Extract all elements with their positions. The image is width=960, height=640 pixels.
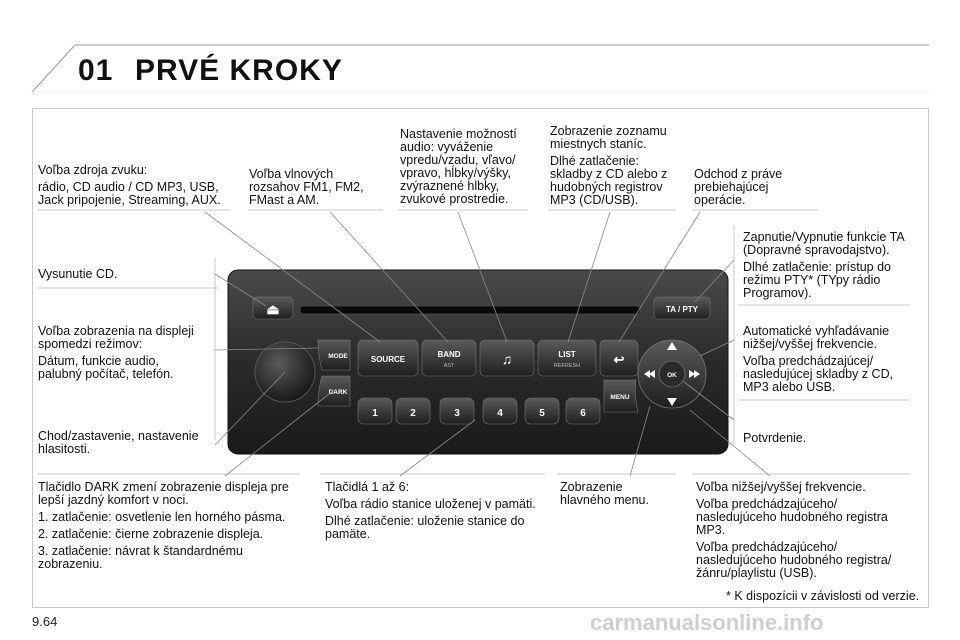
label-presets-title: Tlačidlá 1 až 6: xyxy=(325,480,410,494)
label-presets-desc: Voľba rádio stanice uloženej v pamäti. xyxy=(325,497,536,511)
label-updown-usb: Voľba predchádzajúceho/ nasledujúceho hu… xyxy=(696,540,892,580)
label-back-desc: Odchod z práve prebiehajúcej operácie. xyxy=(694,167,783,207)
radio-panel xyxy=(227,269,729,455)
dark-label: DARK xyxy=(329,389,348,396)
preset-label-2: 2 xyxy=(410,408,416,419)
label-updown-title: Voľba nižšej/vyššej frekvencie. xyxy=(696,480,866,494)
preset-buttons: 1 2 3 4 5 6 xyxy=(357,397,601,425)
label-source-title: Voľba zdroja zvuku: xyxy=(38,163,148,177)
eject-button xyxy=(252,296,294,320)
preset-button-1 xyxy=(357,397,393,425)
page-title: PRVÉ KROKY xyxy=(135,54,343,87)
label-presets-long: Dlhé zatlačenie: uloženie stanice do pam… xyxy=(325,514,525,541)
label-mode-title: Voľba zobrazenia na displeji spomedzi re… xyxy=(38,324,194,351)
label-mode: Voľba zobrazenia na displeji spomedzi re… xyxy=(38,325,218,385)
back-icon: ↩ xyxy=(614,352,625,367)
source-label: SOURCE xyxy=(371,355,406,364)
label-volume: Chod/zastavenie, nastavenie hlasitosti. xyxy=(38,430,218,460)
mode-label: MODE xyxy=(328,353,348,360)
label-volume-desc: Chod/zastavenie, nastavenie hlasitosti. xyxy=(38,429,199,456)
label-mode-desc: Dátum, funkcie audio, palubný počítač, t… xyxy=(38,354,174,381)
forward-icon xyxy=(694,370,700,378)
preset-button-5 xyxy=(524,397,560,425)
label-updown: Voľba nižšej/vyššej frekvencie. Voľba pr… xyxy=(696,481,921,584)
label-list: Zobrazenie zoznamu miestnych staníc. Dlh… xyxy=(550,125,685,211)
menu-button xyxy=(603,379,639,413)
mode-button xyxy=(317,339,351,371)
label-audio: Nastavenie možností audio: vyváženie vpr… xyxy=(400,128,540,210)
watermark: carmanualsonline.info xyxy=(590,610,824,635)
page-number: 9.64 xyxy=(32,614,58,629)
preset-label-6: 6 xyxy=(580,408,586,419)
preset-button-3 xyxy=(439,397,475,425)
header-decoration xyxy=(31,44,929,93)
eject-icon: ⏏ xyxy=(266,301,279,317)
preset-label-3: 3 xyxy=(454,408,460,419)
ok-button xyxy=(658,360,686,388)
label-source-desc: rádio, CD audio / CD MP3, USB, Jack prip… xyxy=(38,180,221,207)
up-arrow-icon xyxy=(667,342,677,350)
label-ta-pty: Zapnutie/Vypnutie funkcie TA (Dopravné s… xyxy=(743,231,923,304)
music-note-icon: ♫ xyxy=(502,351,513,367)
label-band: Voľba vlnových rozsahov FM1, FM2, FMast … xyxy=(249,168,389,211)
label-menu: Zobrazenie hlavného menu. xyxy=(560,481,675,511)
label-seek-title: Automatické vyhľadávanie nižšej/vyššej f… xyxy=(743,324,890,351)
label-menu-desc: Zobrazenie hlavného menu. xyxy=(560,480,649,507)
content-frame xyxy=(32,108,929,608)
source-button xyxy=(357,339,419,377)
audio-button xyxy=(479,339,535,377)
label-ok: Potvrdenie. xyxy=(743,432,923,449)
label-ta-pty-title: Zapnutie/Vypnutie funkcie TA (Dopravné s… xyxy=(743,230,905,257)
label-dark-step-1: 1. zatlačenie: osvetlenie len horného pá… xyxy=(38,510,286,524)
band-label: BAND xyxy=(437,350,460,359)
label-presets: Tlačidlá 1 až 6: Voľba rádio stanice ulo… xyxy=(325,481,555,545)
chapter-number: 01 xyxy=(78,54,114,87)
rewind-icon-2 xyxy=(649,370,655,378)
menu-label: MENU xyxy=(610,394,629,401)
label-list-title: Zobrazenie zoznamu miestnych staníc. xyxy=(550,124,667,151)
label-list-desc: Dlhé zatlačenie: skladby z CD alebo z hu… xyxy=(550,154,668,207)
forward-icon-2 xyxy=(689,370,695,378)
label-eject: Vysunutie CD. xyxy=(38,268,208,285)
ta-pty-label: TA / PTY xyxy=(666,305,699,314)
down-arrow-icon xyxy=(667,398,677,406)
rewind-icon xyxy=(644,370,650,378)
label-dark-title: Tlačidlo DARK zmení zobrazenie displeja … xyxy=(38,480,289,507)
label-ta-pty-desc: Dlhé zatlačenie: prístup do režimu PTY* … xyxy=(743,260,892,300)
label-separators xyxy=(37,209,910,475)
label-ok-desc: Potvrdenie. xyxy=(743,431,807,445)
label-source: Voľba zdroja zvuku: rádio, CD audio / CD… xyxy=(38,164,238,211)
list-sub-label: REFRESH xyxy=(554,363,580,369)
label-dark-step-3: 3. zatlačenie: návrat k štandardnému zob… xyxy=(38,544,243,571)
preset-label-5: 5 xyxy=(539,408,545,419)
back-button xyxy=(599,339,639,377)
ta-pty-button xyxy=(653,296,711,320)
label-band-desc: Voľba vlnových rozsahov FM1, FM2, FMast … xyxy=(249,167,364,207)
footnote: * K dispozícii v závislosti od verzie. xyxy=(726,589,920,603)
preset-button-2 xyxy=(395,397,431,425)
preset-button-6 xyxy=(565,397,601,425)
list-button xyxy=(537,339,597,377)
label-updown-mp3: Voľba predchádzajúceho/ nasledujúceho hu… xyxy=(696,497,888,537)
dark-button xyxy=(317,375,351,407)
cd-slot xyxy=(299,305,641,315)
label-seek: Automatické vyhľadávanie nižšej/vyššej f… xyxy=(743,325,923,398)
label-dark: Tlačidlo DARK zmení zobrazenie displeja … xyxy=(38,481,313,575)
label-dark-step-2: 2. zatlačenie: čierne zobrazenie displej… xyxy=(38,527,264,541)
leader-lines xyxy=(204,211,771,477)
band-button xyxy=(421,339,477,377)
band-sub-label: AST xyxy=(444,363,455,369)
ok-label: OK xyxy=(667,372,677,379)
preset-label-4: 4 xyxy=(497,408,503,419)
list-label: LIST xyxy=(558,350,575,359)
label-back: Odchod z práve prebiehajúcej operácie. xyxy=(694,168,819,211)
label-audio-desc: Nastavenie možností audio: vyváženie vpr… xyxy=(400,127,517,206)
label-eject-desc: Vysunutie CD. xyxy=(38,267,118,281)
label-seek-desc: Voľba predchádzajúcej/ nasledujúcej skla… xyxy=(743,354,894,394)
preset-label-1: 1 xyxy=(372,408,378,419)
preset-button-4 xyxy=(482,397,518,425)
